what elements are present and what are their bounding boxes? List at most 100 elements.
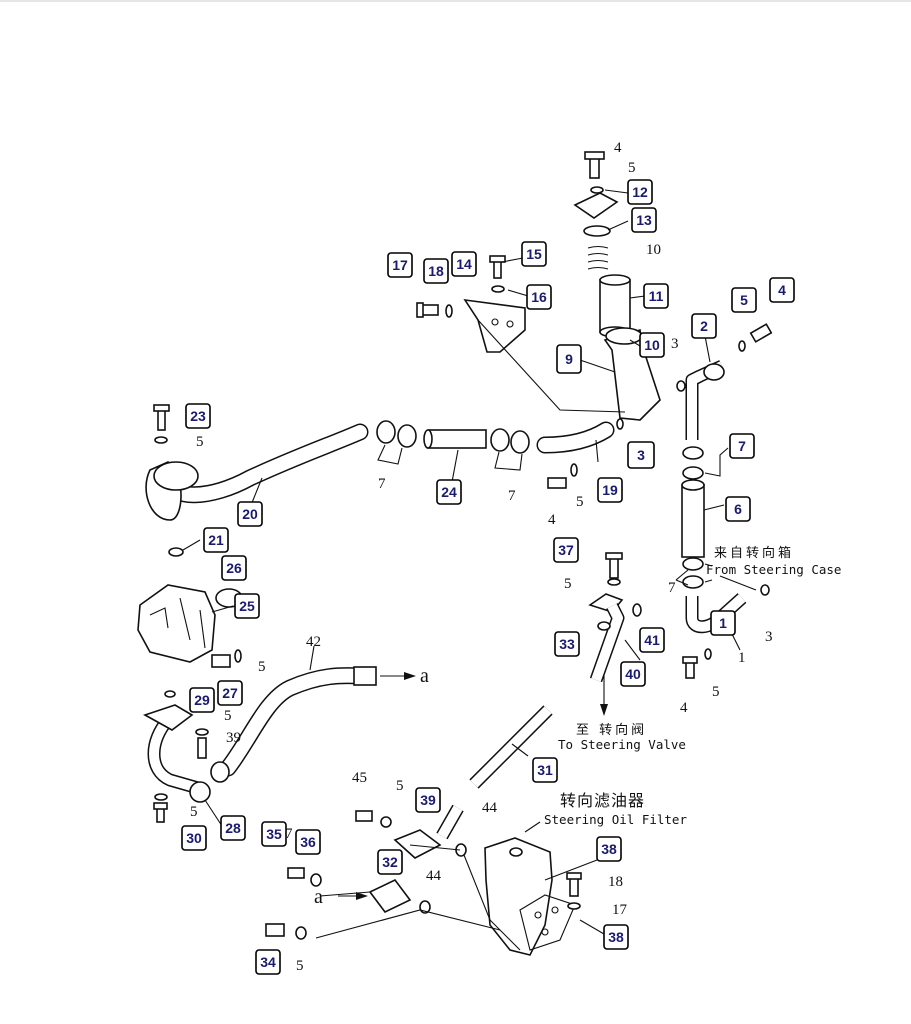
callout-34-text: 35 (266, 826, 282, 842)
filter-arrow (524, 821, 541, 833)
callout-11: 11 (643, 283, 669, 309)
plain-5-33: 5 (296, 958, 304, 974)
callout-7-text: 7 (738, 438, 746, 454)
callout-28-text: 29 (194, 692, 210, 708)
callout-26: 27 (217, 680, 243, 706)
callout-40: 40 (620, 661, 646, 687)
plain-5-36: 5 (564, 576, 572, 592)
callout-37-text: 38 (608, 929, 624, 945)
plain-5-center: 5 (576, 494, 584, 510)
clamp-and-tube-set (376, 418, 624, 489)
bracket-assembly (416, 255, 626, 413)
callout-3: 3 (627, 441, 655, 469)
callout-7-right: 7 (729, 433, 755, 459)
callout-16: 16 (526, 284, 552, 310)
plain-45: 45 (352, 770, 367, 786)
plain-7-center: 7 (508, 488, 516, 504)
callout-36-text: 37 (558, 542, 574, 558)
plain-7-left: 7 (378, 476, 386, 492)
callout-22-text: 23 (190, 408, 206, 424)
plain-5-29: 5 (190, 804, 198, 820)
from-steering-case-cn: 来自转向箱 (714, 545, 794, 561)
hose-42 (210, 645, 416, 783)
plain-42: 42 (306, 634, 321, 650)
callout-26-text: 27 (222, 685, 238, 701)
plain-5-bottom-right: 5 (712, 684, 720, 700)
callout-16-text: 16 (531, 289, 547, 305)
callout-17: 17 (387, 252, 413, 278)
callout-27-text: 28 (225, 820, 241, 836)
callout-2: 2 (691, 313, 717, 339)
callout-25: 26 (221, 555, 247, 581)
callout-32-text: 33 (559, 636, 575, 652)
callout-14: 14 (451, 251, 477, 277)
callout-10: 10 (639, 332, 665, 358)
to-steering-valve-en: To Steering Valve (558, 737, 686, 752)
callout-13: 13 (631, 207, 657, 233)
plain-a-bottom: a (314, 886, 323, 908)
callout-17-text: 17 (392, 257, 408, 273)
callout-33: 34 (255, 949, 281, 975)
callout-41: 41 (639, 627, 665, 653)
callout-18-text: 18 (428, 263, 444, 279)
plain-7-right: 7 (668, 580, 676, 596)
callout-35: 36 (295, 829, 321, 855)
plain-5-elbow: 5 (224, 708, 232, 724)
upper-filter-assembly (573, 151, 661, 421)
plain-4-top: 4 (614, 140, 622, 156)
top-border (0, 0, 911, 2)
callout-4-text: 4 (778, 282, 786, 298)
callout-31-text: 32 (382, 854, 398, 870)
callout-23-text: 24 (441, 484, 457, 500)
callout-1: 1 (710, 610, 736, 636)
steering-oil-filter-en: Steering Oil Filter (544, 812, 687, 827)
callout-28: 29 (189, 687, 215, 713)
plain-4-center: 4 (548, 512, 556, 528)
boxed-callouts: 12 13 15 16 17 18 14 11 9 10 2 5 4 23 3 … (181, 179, 795, 975)
callout-39-text: 39 (420, 792, 436, 808)
callout-40-text: 40 (625, 666, 641, 682)
callout-29: 30 (181, 825, 207, 851)
from-steering-case-en: From Steering Case (706, 562, 841, 577)
plain-callouts: 4 5 10 3 5 7 7 5 4 5 7 3 1 5 42 a 5 4 5 … (190, 140, 773, 974)
callout-24-text: 25 (239, 598, 255, 614)
plain-18-bottom: 18 (608, 874, 623, 890)
plain-5-pump: 5 (258, 659, 266, 675)
callout-29-text: 30 (186, 830, 202, 846)
plain-17-bottom: 17 (612, 902, 628, 918)
callout-18: 18 (423, 258, 449, 284)
callout-31: 32 (377, 849, 403, 875)
callout-32: 33 (554, 631, 580, 657)
callout-6: 6 (725, 496, 751, 522)
callout-27: 28 (220, 815, 246, 841)
callout-21-text: 21 (208, 532, 224, 548)
callout-38-text: 38 (601, 841, 617, 857)
part-drawings (137, 151, 773, 956)
plain-3-upper: 3 (671, 336, 679, 352)
plain-44-lower: 44 (426, 868, 442, 884)
callout-38: 38 (596, 836, 622, 862)
pipes-30-39 (436, 705, 553, 840)
callout-19-text: 19 (602, 482, 618, 498)
plain-5-top: 5 (628, 160, 636, 176)
callout-24: 25 (234, 593, 260, 619)
callout-15: 15 (521, 241, 547, 267)
plain-7-34: 7 (285, 826, 293, 842)
plain-4-bottom-right: 4 (680, 700, 688, 716)
callout-4-top-right: 4 (769, 277, 795, 303)
callout-20: 20 (237, 501, 263, 527)
callout-21: 21 (203, 527, 229, 553)
right-pipe-assembly (676, 323, 773, 679)
callout-19: 19 (597, 477, 623, 503)
callout-12-text: 12 (632, 184, 648, 200)
center-lower-pipe (588, 552, 642, 716)
callout-20-text: 20 (242, 506, 258, 522)
callout-22: 23 (185, 403, 211, 429)
callout-41-text: 41 (644, 632, 660, 648)
steering-oil-filter (265, 810, 582, 956)
plain-10-upper: 10 (646, 242, 661, 258)
callout-9: 9 (556, 344, 582, 374)
callout-39: 39 (415, 787, 441, 813)
callout-6-text: 6 (734, 501, 742, 517)
